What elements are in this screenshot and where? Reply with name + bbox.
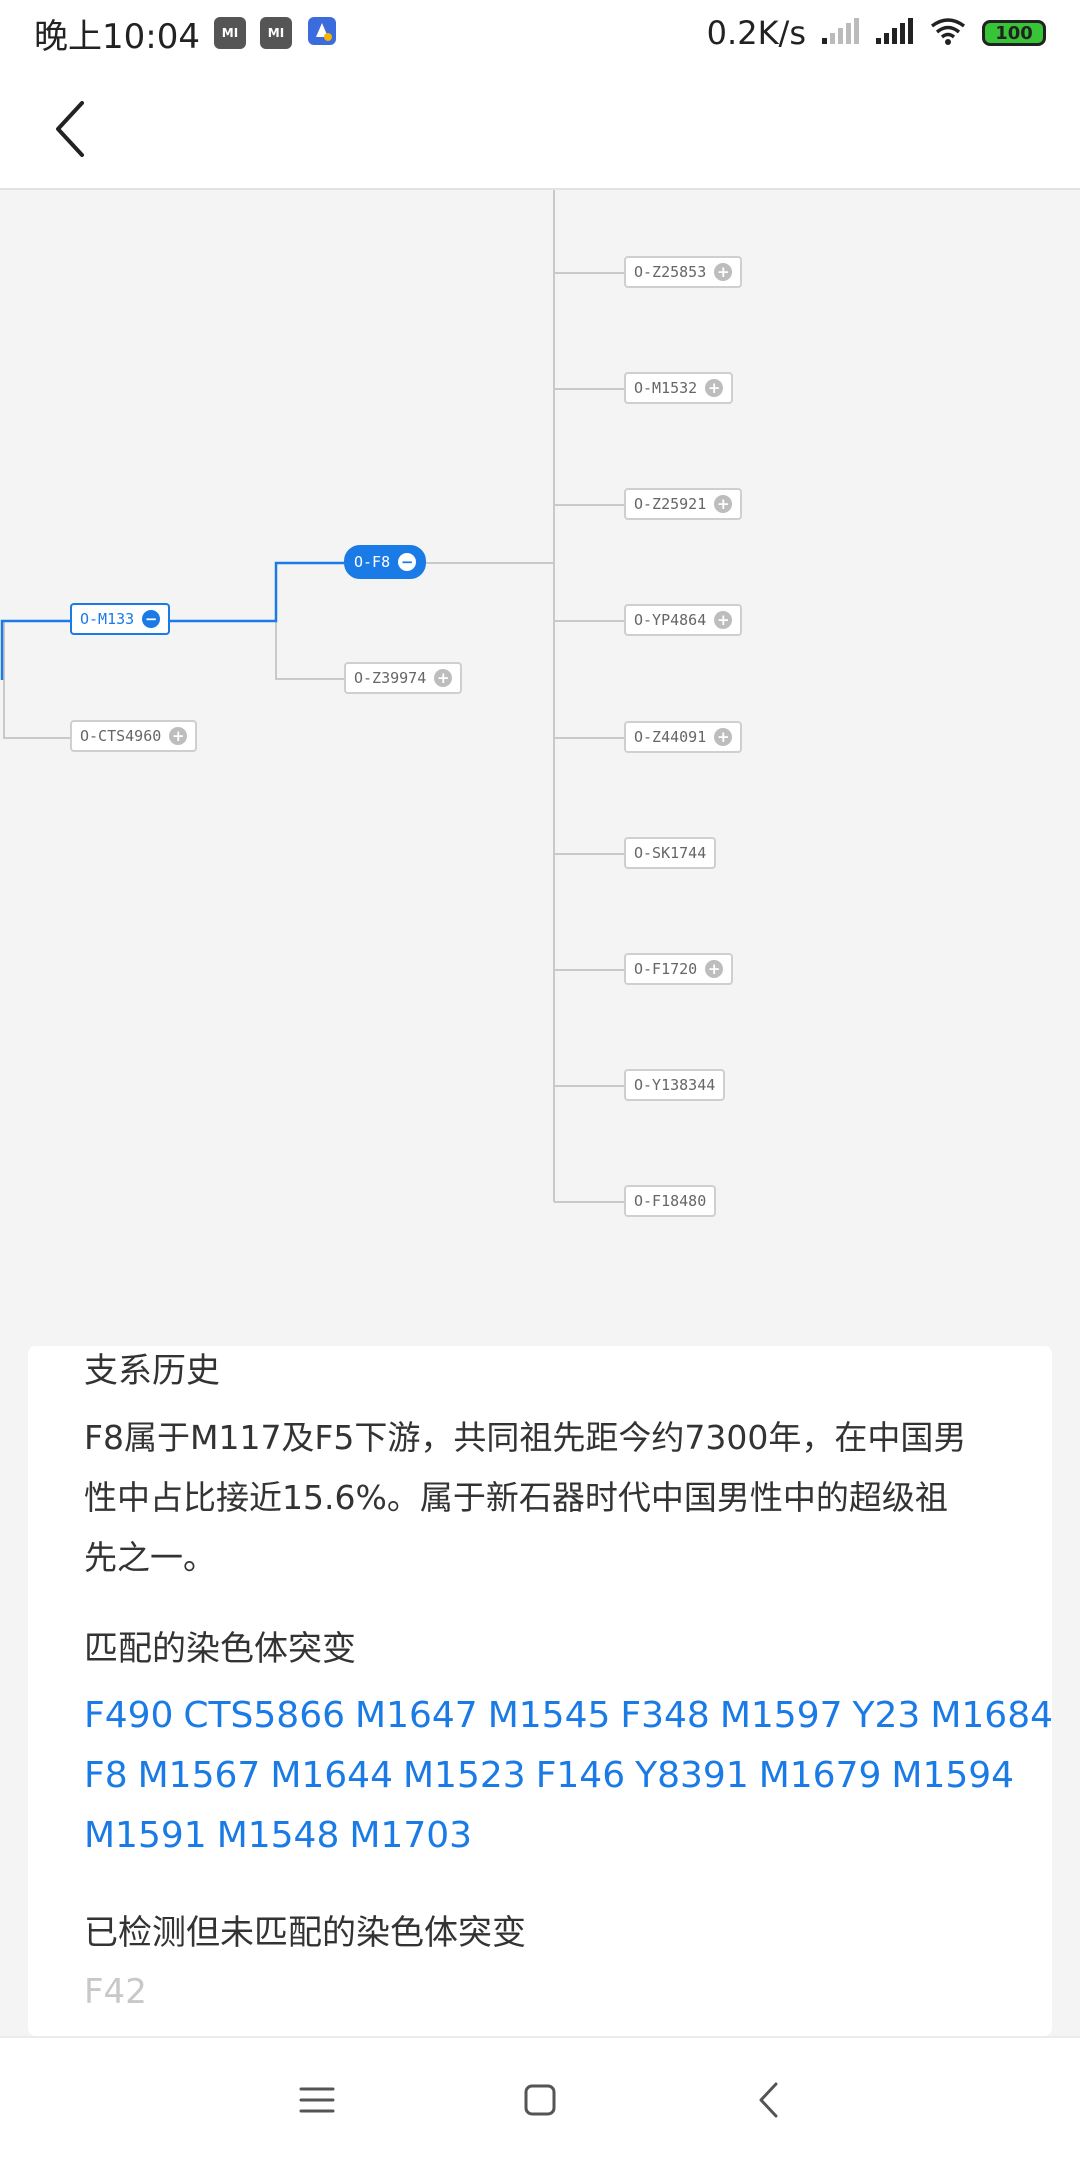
expand-icon[interactable]: + <box>434 669 453 687</box>
app-notification-icon <box>306 15 338 51</box>
tree-node-label: O-Z44091 <box>634 728 707 746</box>
menu-button[interactable] <box>282 2068 352 2132</box>
history-text: F8属于M117及F5下游，共同祖先距今约7300年，在中国男 性中占比接近15… <box>84 1408 996 1588</box>
tree-node-child[interactable]: O-Z25921 + <box>624 488 743 520</box>
tree-node-child[interactable]: O-Z44091 + <box>624 721 743 753</box>
system-nav-bar <box>0 2036 1080 2160</box>
mutation-link[interactable]: F8 <box>84 1755 128 1796</box>
expand-icon[interactable]: + <box>714 495 733 513</box>
mutation-link[interactable]: F490 <box>84 1695 174 1736</box>
top-header <box>0 66 1080 190</box>
expand-icon[interactable]: + <box>705 379 724 397</box>
tree-node-child[interactable]: O-SK1744 <box>624 837 717 869</box>
tree-node-child[interactable]: O-F1720 + <box>624 953 734 985</box>
tree-node-child[interactable]: O-Y138344 <box>624 1069 726 1101</box>
tree-node-label: O-Z39974 <box>354 669 427 687</box>
tree-node-child[interactable]: O-M1532 + <box>624 372 734 404</box>
signal-strong-icon <box>874 16 914 50</box>
chevron-left-icon <box>56 101 84 157</box>
tree-node-root[interactable]: O-M133 − <box>70 603 171 635</box>
back-button[interactable] <box>40 94 100 164</box>
collapse-icon[interactable]: − <box>142 610 161 628</box>
tree-node-label: O-CTS4960 <box>80 727 162 745</box>
nav-back-button[interactable] <box>733 2068 803 2132</box>
expand-icon[interactable]: + <box>169 727 188 745</box>
tree-node-child[interactable]: O-Z25853 + <box>624 256 743 288</box>
tree-node-root-sibling[interactable]: O-CTS4960 + <box>70 720 198 752</box>
haplogroup-tree[interactable]: O-M133 − O-CTS4960 + O-F8 − O-Z39974 + O… <box>0 190 1080 1340</box>
mutation-link[interactable]: F146 <box>535 1755 626 1796</box>
tree-node-label: O-Z25853 <box>634 263 707 281</box>
mutation-link[interactable]: M1567 <box>137 1755 261 1796</box>
battery-icon: 100 <box>982 20 1046 46</box>
expand-icon[interactable]: + <box>714 263 733 281</box>
status-bar: 晚上10:04 MI MI 0.2K/s <box>0 0 1080 66</box>
mutation-link[interactable]: M1545 <box>487 1695 611 1736</box>
tree-node-label: O-Y138344 <box>634 1076 716 1094</box>
mutation-link[interactable]: M1591 <box>84 1815 207 1856</box>
mi-notification-icon: MI <box>213 17 246 49</box>
unmatched-mutation-list: F42 <box>84 1972 996 2012</box>
tree-node-label: O-F1720 <box>634 960 698 978</box>
lineage-info-card[interactable]: 支系历史 F8属于M117及F5下游，共同祖先距今约7300年，在中国男 性中占… <box>28 1346 1052 2036</box>
mutation-link[interactable]: M1597 <box>719 1695 843 1736</box>
home-square-icon <box>524 2084 556 2116</box>
expand-icon[interactable]: + <box>714 611 733 629</box>
mutation-link[interactable]: M1644 <box>270 1755 393 1796</box>
tree-node-label: O-YP4864 <box>634 611 707 629</box>
mutation-link[interactable]: M1647 <box>355 1695 478 1736</box>
tree-node-label: O-SK1744 <box>634 844 707 862</box>
mutation-link[interactable]: M1679 <box>758 1755 882 1796</box>
mutation-link[interactable]: Y8391 <box>635 1755 749 1796</box>
signal-weak-icon <box>820 16 860 50</box>
network-speed: 0.2K/s <box>706 14 806 52</box>
expand-icon[interactable]: + <box>705 960 724 978</box>
tree-node-child[interactable]: O-YP4864 + <box>624 604 743 636</box>
history-line: 先之一。 <box>84 1538 216 1577</box>
history-line: F8属于M117及F5下游，共同祖先距今约7300年，在中国男 <box>84 1418 967 1457</box>
tree-node-label: O-F18480 <box>634 1192 707 1210</box>
tree-connectors <box>0 190 624 1203</box>
mi-notification-icon-2: MI <box>259 17 292 49</box>
menu-icon <box>299 2087 335 2113</box>
mutation-link[interactable]: M1523 <box>403 1755 526 1796</box>
status-time: 晚上10:04 <box>34 16 200 57</box>
matched-title: 匹配的染色体突变 <box>84 1629 356 1669</box>
tree-node-label: O-F8 <box>354 553 391 571</box>
tree-node-child[interactable]: O-F18480 <box>624 1185 717 1217</box>
wifi-icon <box>928 16 968 50</box>
tree-node-label: O-M133 <box>80 610 135 628</box>
mutation-link[interactable]: M1548 <box>216 1815 340 1856</box>
mutation-item: F42 <box>84 1972 147 2012</box>
unmatched-title: 已检测但未匹配的染色体突变 <box>84 1913 526 1953</box>
tree-node-label: O-Z25921 <box>634 495 707 513</box>
tree-node-branch[interactable]: O-F8 − <box>344 545 427 579</box>
history-title: 支系历史 <box>84 1351 220 1391</box>
tree-node-branch-sibling[interactable]: O-Z39974 + <box>344 662 463 694</box>
expand-icon[interactable]: + <box>714 728 733 746</box>
mutation-link[interactable]: Y23 <box>852 1695 921 1736</box>
mutation-link[interactable]: M1703 <box>349 1815 473 1856</box>
back-triangle-icon <box>759 2082 778 2118</box>
history-line: 性中占比接近15.6%。属于新石器时代中国男性中的超级祖 <box>84 1478 948 1517</box>
home-button[interactable] <box>505 2068 575 2132</box>
mutation-link[interactable]: M1684 <box>930 1695 1052 1736</box>
mutation-link[interactable]: F348 <box>620 1695 710 1736</box>
mutation-link[interactable]: M1594 <box>891 1755 1015 1796</box>
collapse-icon[interactable]: − <box>398 553 417 571</box>
tree-node-label: O-M1532 <box>634 379 698 397</box>
mutation-link[interactable]: CTS5866 <box>183 1695 346 1736</box>
